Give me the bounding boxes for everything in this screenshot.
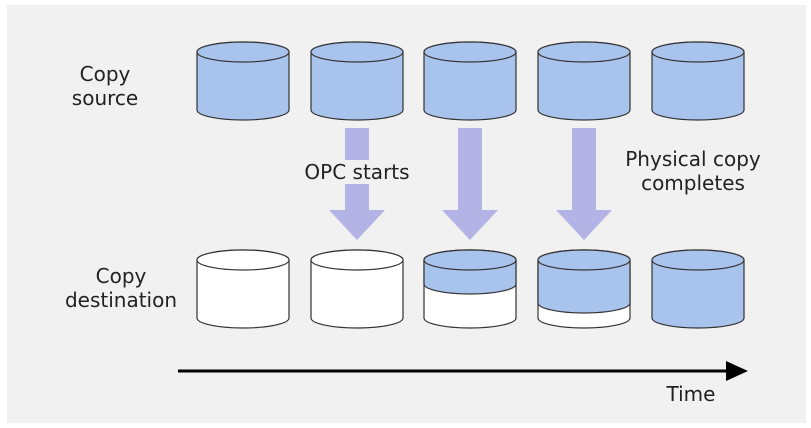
source-volume-4 [537, 41, 631, 121]
copy-source-label: Copy source [71, 62, 139, 110]
destination-volume-4 [537, 249, 631, 329]
copy-arrow-3 [556, 128, 612, 240]
destination-volume-2 [310, 249, 404, 329]
source-volume-5 [651, 41, 745, 121]
destination-volume-3 [423, 249, 517, 329]
opc-starts-label: OPC starts [298, 160, 416, 184]
copy-destination-label: Copy destination [64, 264, 178, 312]
destination-volume-1 [196, 249, 290, 329]
time-label: Time [666, 382, 716, 406]
destination-volumes [196, 249, 745, 329]
physical-copy-completes-label: Physical copy completes [625, 147, 761, 195]
copy-arrow-1 [329, 128, 385, 240]
copy-arrows [329, 128, 612, 240]
destination-volume-5 [651, 249, 745, 329]
source-volume-2 [310, 41, 404, 121]
source-volume-3 [423, 41, 517, 121]
source-volumes [196, 41, 745, 121]
copy-arrow-2 [442, 128, 498, 240]
time-arrow [178, 361, 748, 381]
source-volume-1 [196, 41, 290, 121]
